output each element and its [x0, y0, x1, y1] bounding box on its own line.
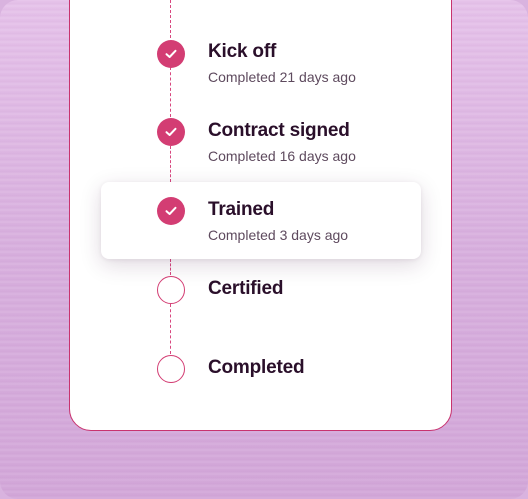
- empty-circle-icon: [157, 355, 185, 383]
- timeline-connector: [170, 67, 171, 117]
- step-status: Completed 16 days ago: [208, 148, 356, 164]
- step-status: Completed 3 days ago: [208, 227, 349, 243]
- empty-circle-icon: [157, 276, 185, 304]
- step-title: Contract signed: [208, 120, 350, 141]
- step-title: Trained: [208, 199, 275, 220]
- step-title: Completed: [208, 357, 305, 378]
- step-title: Kick off: [208, 41, 277, 62]
- timeline-connector: [170, 304, 171, 354]
- step-title: Certified: [208, 278, 284, 299]
- step-check-icon: [157, 118, 185, 146]
- timeline-connector: [170, 0, 171, 38]
- current-step-highlight: [101, 182, 421, 259]
- timeline-connector: [170, 146, 171, 182]
- step-status: Completed 21 days ago: [208, 69, 356, 85]
- step-check-icon: [157, 40, 185, 68]
- timeline-connector: [170, 259, 171, 275]
- step-check-icon: [157, 197, 185, 225]
